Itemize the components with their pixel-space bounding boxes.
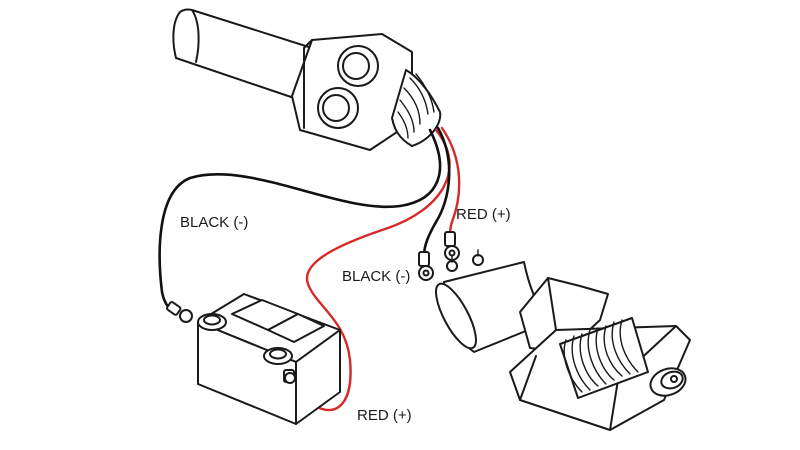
label-black-battery-wire: BLACK (-) — [180, 214, 249, 231]
remote-button-up — [337, 45, 379, 87]
winch — [435, 249, 691, 431]
ring-terminal-black-battery — [166, 301, 193, 323]
battery-terminal-positive — [263, 347, 293, 365]
battery-terminal-negative — [197, 313, 227, 331]
label-red-battery-wire: RED (+) — [357, 407, 412, 424]
black-wire-battery — [158, 128, 442, 312]
winch-drum — [559, 317, 649, 399]
label-black-winch-wire: BLACK (-) — [342, 268, 411, 285]
remote-control — [172, 8, 442, 151]
battery — [166, 293, 341, 425]
ring-terminal-red-battery — [283, 369, 296, 384]
ring-terminal-black-winch — [418, 251, 434, 281]
cable-boot — [391, 69, 442, 147]
label-red-winch-wire: RED (+) — [456, 206, 511, 223]
remote-button-down — [317, 87, 359, 129]
black-wire-winch — [422, 126, 451, 258]
winch-motor — [435, 249, 549, 353]
winch-knob — [649, 367, 687, 397]
